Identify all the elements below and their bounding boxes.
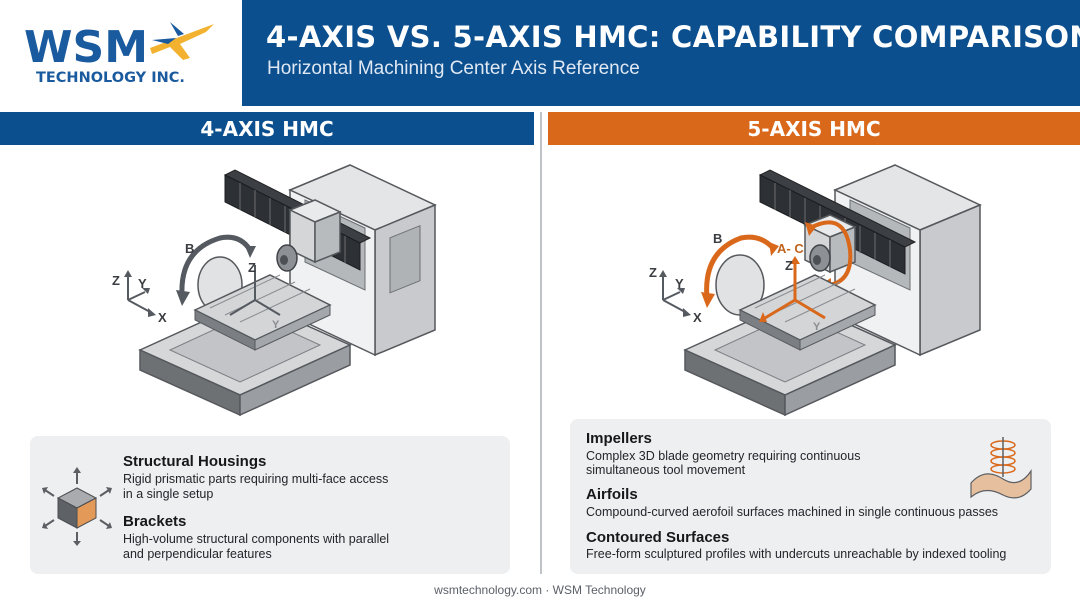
- applications-card-5-axis: Impellers Complex 3D blade geometry requ…: [570, 419, 1051, 574]
- y-axis-label: Y: [675, 276, 684, 291]
- item-desc-contoured-surfaces: Free-form sculptured profiles with under…: [586, 547, 1007, 561]
- machine-illustration-4-axis: B Z Y Z Y X: [100, 150, 440, 425]
- item-title-contoured-surfaces: Contoured Surfaces: [586, 529, 730, 546]
- item-desc-airfoils: Compound-curved aerofoil surfaces machin…: [586, 505, 999, 519]
- axis-triad: [659, 270, 691, 317]
- panel-title-4-axis-label: 4-AXIS HMC: [200, 116, 334, 141]
- z-axis-label: Z: [649, 265, 657, 280]
- panel-divider: [540, 112, 542, 574]
- panel-title-5-axis-label: 5-AXIS HMC: [747, 116, 881, 141]
- table-axis-triad: [229, 265, 281, 316]
- z-table-label: Z: [785, 258, 793, 273]
- item-desc-structural-housings-2: in a single setup: [123, 487, 214, 501]
- item-title-structural-housings: Structural Housings: [123, 453, 267, 470]
- logo-company: TECHNOLOGY INC.: [36, 70, 185, 86]
- page-title: 4-AXIS VS. 5-AXIS HMC: CAPABILITY COMPAR…: [266, 20, 1080, 54]
- b-axis-label: B: [713, 231, 722, 246]
- item-title-airfoils: Airfoils: [586, 486, 638, 503]
- header-banner: 4-AXIS VS. 5-AXIS HMC: CAPABILITY COMPAR…: [242, 0, 1080, 106]
- item-desc-structural-housings-1: Rigid prismatic parts requiring multi-fa…: [123, 472, 389, 486]
- item-desc-brackets-1: High-volume structural components with p…: [123, 532, 390, 546]
- y-axis-label: Y: [138, 276, 147, 291]
- item-title-brackets: Brackets: [123, 513, 187, 530]
- x-axis-label: X: [693, 310, 702, 325]
- wsm-logo: WSM TECHNOLOGY INC.: [24, 22, 214, 86]
- panel-title-5-axis: 5-AXIS HMC: [548, 112, 1080, 145]
- y-table-label: Y: [272, 319, 280, 331]
- b-axis-arrow: [179, 234, 253, 296]
- multi-face-cube-icon: [42, 467, 112, 546]
- contoured-surface-icon: [970, 437, 1032, 499]
- z-table-label: Z: [248, 260, 256, 275]
- b-axis-arrow: [704, 234, 775, 299]
- item-desc-brackets-2: and perpendicular features: [123, 547, 272, 561]
- z-axis-label: Z: [112, 273, 120, 288]
- footer-credit: wsmtechnology.com · WSM Technology: [434, 583, 646, 597]
- page-subtitle: Horizontal Machining Center Axis Referen…: [267, 58, 640, 79]
- item-title-impellers: Impellers: [586, 430, 652, 447]
- ac-axis-label: A- C: [777, 241, 804, 256]
- item-desc-impellers-2: simultaneous tool movement: [586, 463, 746, 477]
- ac-axis-arrow: [809, 220, 853, 287]
- jet-icon: [150, 22, 214, 60]
- logo-wordmark: WSM: [24, 22, 148, 73]
- applications-card-4-axis: Structural Housings Rigid prismatic part…: [30, 436, 510, 574]
- item-desc-impellers-1: Complex 3D blade geometry requiring cont…: [586, 449, 861, 463]
- axis-triad: [124, 270, 156, 317]
- table-axis-triad: [759, 256, 826, 322]
- b-axis-label: B: [185, 241, 194, 256]
- logo: WSM TECHNOLOGY INC.: [0, 0, 242, 106]
- machine-illustration-5-axis: A- C B Z Y Z: [645, 150, 985, 425]
- panel-title-4-axis: 4-AXIS HMC: [0, 112, 534, 145]
- y-table-label: Y: [813, 321, 821, 333]
- x-axis-label: X: [158, 310, 167, 325]
